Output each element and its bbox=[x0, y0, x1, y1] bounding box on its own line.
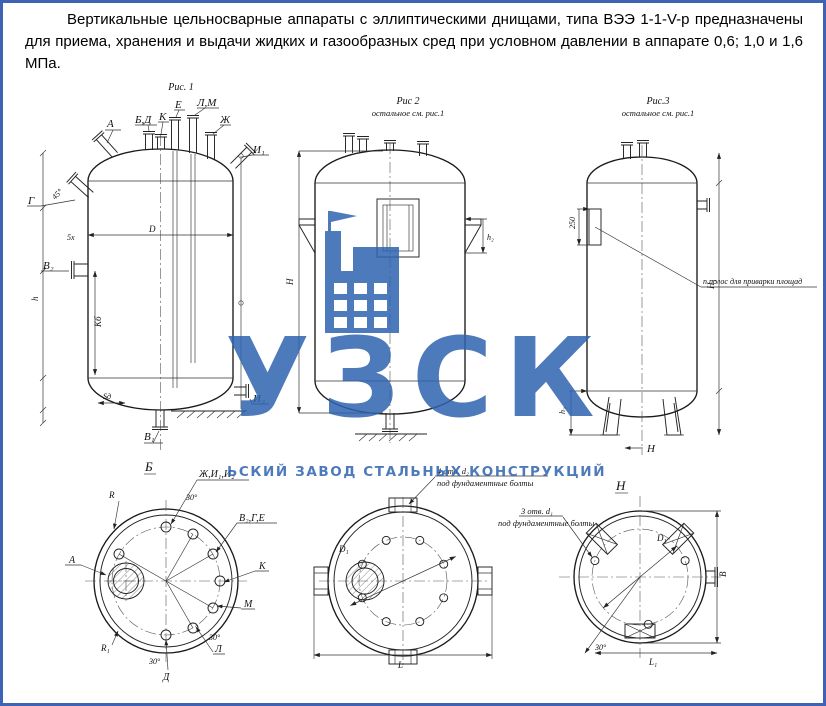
fig1-caption: Рис. 1 bbox=[167, 82, 194, 93]
fig2-note: остальное см. рис.1 bbox=[372, 108, 445, 118]
fig1-nozzle-i2 bbox=[234, 384, 249, 398]
viewB-dim-R1: R₁ bbox=[100, 643, 110, 653]
viewH-annotation-1: 3 отв. d₁ bbox=[520, 506, 553, 516]
fig1-nozzle-a bbox=[91, 130, 118, 158]
viewB-label-k: К bbox=[258, 561, 267, 572]
fig2-caption: Рис 2 bbox=[395, 96, 419, 107]
fig3-dim-H1: Н₁ bbox=[706, 279, 716, 290]
viewL-dim-D1: D₁ bbox=[338, 544, 349, 554]
viewB-angle-30-1: 30° bbox=[185, 493, 198, 502]
fig1-label-i1: И₁ bbox=[252, 144, 265, 156]
fig3-nozzle-right bbox=[697, 198, 710, 212]
fig1-ground-hatch bbox=[176, 410, 246, 419]
fig1-label-e: Е bbox=[174, 99, 182, 111]
viewB-title: Б bbox=[144, 459, 153, 474]
viewB-dim-R: R bbox=[108, 490, 115, 500]
viewH-dim-L1: L₁ bbox=[648, 657, 657, 667]
fig3-leg-left bbox=[602, 396, 622, 436]
viewL-dim-L: L bbox=[397, 660, 403, 670]
viewB-label-zhi: Ж,И₁,И₂ bbox=[198, 469, 235, 480]
figure-1-vessel-front-view: Рис. 1 bbox=[27, 82, 269, 451]
viewB-label-d: Д bbox=[162, 672, 170, 683]
fig1-label-i2: И₂ bbox=[252, 393, 265, 405]
viewB-label-a: А bbox=[68, 555, 76, 566]
fig1-dim-45deg: 45° bbox=[50, 187, 65, 202]
fig3-dim-h3: h₃ bbox=[558, 407, 567, 414]
fig1-nozzle-lm bbox=[187, 115, 199, 153]
viewH-title: Н bbox=[615, 478, 626, 493]
view-B-flange-plan: Б Ж,И₁,И₂ bbox=[65, 459, 277, 683]
fig1-nozzle-v1 bbox=[152, 410, 168, 430]
fig1-dim-5x: 5х bbox=[67, 233, 75, 242]
fig1-label-bd: Б,Д bbox=[134, 114, 152, 126]
fig1-dim-sd: Sд bbox=[103, 392, 111, 401]
viewH-nozzle-stub bbox=[706, 567, 718, 587]
fig1-dim-h: h bbox=[30, 296, 40, 301]
viewH-angle-30: 30° bbox=[594, 643, 607, 652]
viewH-leg-pad-2 bbox=[661, 522, 695, 556]
viewB-angle-30-3: 30° bbox=[148, 657, 161, 666]
fig2-lug-left bbox=[298, 218, 316, 254]
fig1-label-v2: В₂ bbox=[43, 260, 54, 272]
fig1-label-zh: Ж bbox=[219, 114, 231, 126]
viewB-label-vge: В₂,Г,Е bbox=[239, 513, 265, 524]
viewL-annotation-1: 4 отв. d₂ bbox=[437, 466, 469, 476]
fig1-nozzle-v2 bbox=[71, 261, 88, 279]
fig1-label-k: К bbox=[158, 111, 167, 123]
fig1-nozzle-e bbox=[169, 117, 181, 150]
view-H-legs-plan: Н bbox=[498, 478, 728, 667]
fig2-lug-right bbox=[464, 218, 482, 254]
fig2-dim-H: Н bbox=[285, 278, 295, 286]
technical-drawing: Рис. 1 bbox=[27, 82, 817, 683]
viewH-leg-pad-3 bbox=[624, 623, 656, 639]
viewH-annotation-2: под фундаментные болты bbox=[498, 518, 595, 528]
figure-3-vessel-front-view: Рис.3 остальное см. рис.1 п полос для пр… bbox=[558, 96, 817, 455]
fig1-label-a: А bbox=[106, 118, 114, 130]
viewH-dim-B: В bbox=[718, 571, 728, 577]
fig3-dim-250: 250 bbox=[568, 217, 577, 229]
view-base-plate-plan: D₁ 4 отв. d₂ под фундаментные болты L bbox=[313, 466, 548, 670]
viewB-label-m: М bbox=[243, 599, 253, 610]
fig1-label-g: Г bbox=[27, 195, 35, 207]
fig1-label-v1: В₁ bbox=[144, 431, 155, 443]
fig1-label-lm: Л,М bbox=[196, 97, 217, 109]
fig3-label-H: Н bbox=[646, 443, 656, 455]
fig1-nozzle-zh bbox=[205, 132, 217, 159]
fig2-dim-h2: h₂ bbox=[487, 233, 494, 242]
fig3-note: остальное см. рис.1 bbox=[622, 108, 695, 118]
viewH-dim-D1: D₁ bbox=[656, 533, 667, 543]
figure-2-vessel-front-view: Рис 2 остальное см. рис.1 h₂ bbox=[285, 96, 494, 443]
fig3-leg-right bbox=[662, 396, 682, 436]
fig1-nozzle-bd bbox=[143, 131, 155, 150]
fig3-caption: Рис.3 bbox=[645, 96, 669, 107]
viewL-annotation-2: под фундаментные болты bbox=[437, 478, 534, 488]
fig1-nozzle-k bbox=[155, 134, 167, 149]
fig1-dim-kb: Кб bbox=[93, 316, 103, 328]
fig1-dim-D: D bbox=[148, 224, 156, 234]
fig1-nozzle-g bbox=[66, 171, 94, 198]
intro-paragraph: Вертикальные цельносварные аппараты с эл… bbox=[25, 11, 803, 72]
fig3-annotation: п полос для приварки площад bbox=[703, 277, 802, 286]
viewB-label-l: Л bbox=[214, 644, 223, 655]
viewB-angle-30-2: 30° bbox=[208, 633, 221, 642]
